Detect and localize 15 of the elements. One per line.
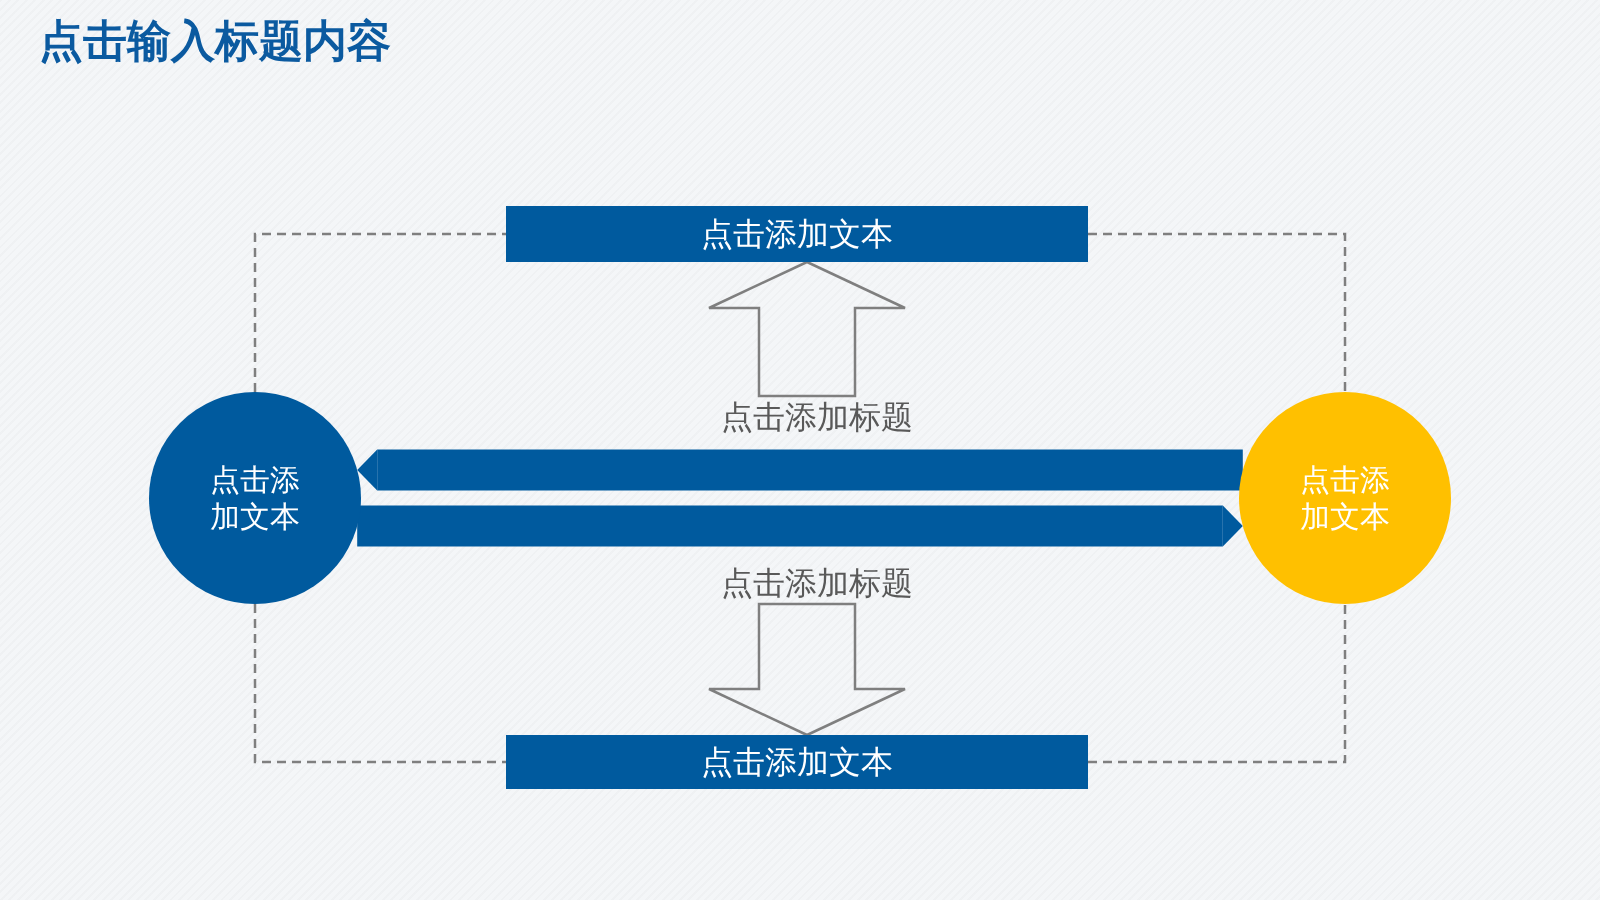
text-banner: 点击添加文本 [506, 735, 1088, 789]
text-banner: 点击添加文本 [506, 206, 1088, 262]
dashed-connector [1088, 232, 1347, 392]
slide-title: 点击输入标题内容 [39, 14, 391, 68]
heading-text: 点击添加标题 [680, 562, 954, 604]
heading-text: 点击添加标题 [680, 396, 954, 438]
dashed-connector [1088, 604, 1347, 764]
dashed-connector [253, 604, 506, 764]
circle-node: 点击添加文本 [149, 392, 361, 604]
block-arrow [707, 602, 907, 737]
block-arrow [707, 260, 907, 398]
circle-node: 点击添加文本 [1239, 392, 1451, 604]
dashed-connector [253, 232, 506, 392]
ribbon-arrow [357, 505, 1243, 547]
ribbon-arrow [357, 449, 1243, 491]
